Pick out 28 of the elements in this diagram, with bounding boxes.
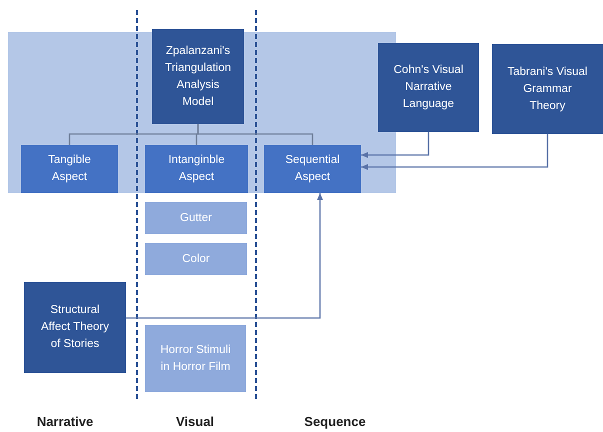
element-box [145, 202, 247, 234]
arrow [126, 193, 323, 319]
node-text: Tangible Aspect [47, 153, 92, 185]
node-text: Cohn's Visual Narrative Language [392, 63, 464, 112]
theory-box [24, 282, 126, 373]
theory-box [378, 43, 479, 132]
connector-line [197, 124, 314, 145]
aspect-box [264, 145, 361, 193]
node-text: Structural Affect Theory of Stories [40, 303, 110, 352]
node-text: Tabrani's Visual Grammar Theory [506, 64, 588, 114]
element-box [145, 243, 247, 275]
arrow [361, 132, 430, 158]
arrow [361, 134, 548, 170]
node-text: Intanginble Aspect [167, 153, 226, 185]
node-text: Color [182, 252, 210, 266]
background-band [8, 32, 396, 193]
node-text: Horror Stimuli in Horror Film [159, 342, 232, 374]
node-text: Gutter [180, 210, 212, 226]
element-box [145, 325, 246, 392]
column-label: Narrative [36, 413, 94, 431]
node-text: Sequential Aspect [284, 153, 341, 185]
theory-box [492, 44, 603, 134]
model-box [152, 29, 244, 124]
column-label: Visual [174, 413, 216, 431]
aspect-box [21, 145, 118, 193]
node-text: Zpalanzani's Triangulation Analysis Model [164, 44, 232, 110]
column-label: Sequence [303, 413, 367, 431]
aspect-box [145, 145, 248, 193]
